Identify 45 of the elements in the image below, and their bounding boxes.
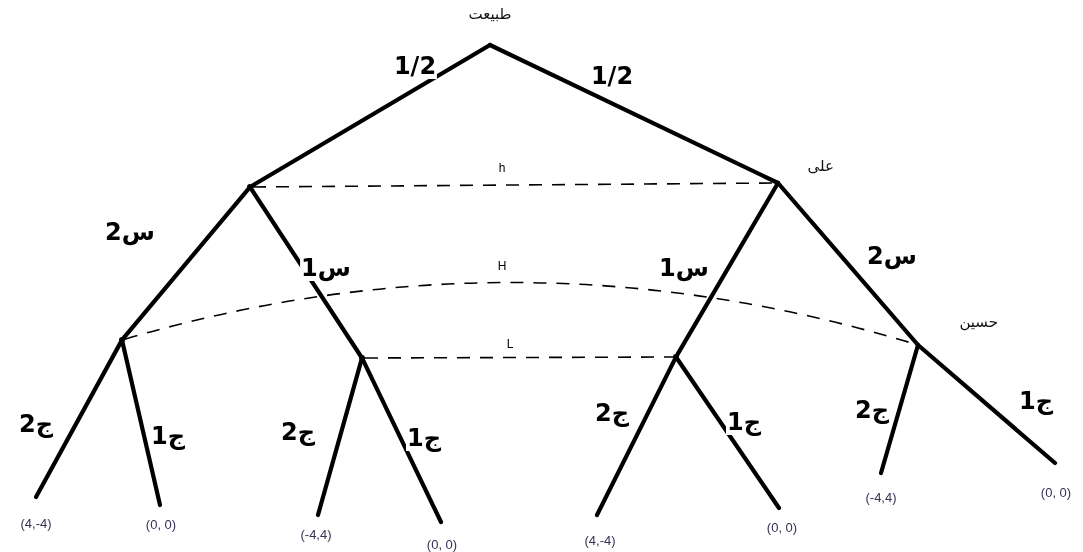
- tree-branch: [33, 340, 123, 500]
- branch-label: 1ج: [726, 409, 762, 435]
- decision-vertex: [247, 184, 253, 190]
- payoff-label: (0, 0): [765, 520, 799, 535]
- player-name: طبیعت: [468, 6, 512, 23]
- tree-branch: [775, 180, 921, 348]
- info-set-label: L: [505, 337, 515, 351]
- payoff-label: (-4,4): [299, 527, 333, 542]
- tree-branch: [487, 42, 781, 186]
- branch-label: 1ج: [1018, 388, 1054, 414]
- branch-label: 2س: [104, 219, 156, 245]
- tree-branch: [250, 42, 493, 188]
- branch-label: 2س: [866, 243, 918, 269]
- branch-label: 2ج: [280, 419, 316, 445]
- tree-branch: [120, 340, 163, 508]
- branch-label: 2ج: [18, 411, 54, 437]
- payoff-label: (-4,4): [864, 490, 898, 505]
- tree-branch: [249, 187, 363, 358]
- player-name: علی: [807, 158, 834, 175]
- info-set-label: H: [496, 259, 508, 273]
- tree-branch: [361, 358, 444, 525]
- tree-branch: [315, 358, 364, 518]
- tree-branch: [675, 180, 781, 357]
- branch-label: 1ج: [150, 423, 186, 449]
- player-name: حسین: [959, 314, 998, 331]
- payoff-label: (4,-4): [19, 516, 53, 531]
- payoff-label: (0, 0): [425, 537, 459, 552]
- branch-label: 1ج: [406, 425, 442, 451]
- info-set-label: h: [497, 161, 507, 175]
- tree-branch: [675, 357, 782, 511]
- tree-branch: [594, 357, 677, 518]
- branch-label: 1س: [658, 255, 710, 281]
- payoff-label: (4,-4): [583, 533, 617, 548]
- tree-branch: [121, 187, 251, 340]
- tree-branch: [878, 342, 921, 476]
- decision-vertex: [359, 355, 365, 361]
- payoff-label: (0, 0): [144, 517, 178, 532]
- info-set-line: [364, 356, 674, 359]
- branch-label: 1س: [300, 255, 352, 281]
- decision-vertex: [119, 337, 125, 343]
- branch-label: 2ج: [594, 400, 630, 426]
- payoff-label: (0, 0): [1039, 485, 1073, 500]
- branch-label: 2ج: [854, 397, 890, 423]
- decision-vertex: [673, 354, 679, 360]
- tree-branch: [915, 342, 1058, 466]
